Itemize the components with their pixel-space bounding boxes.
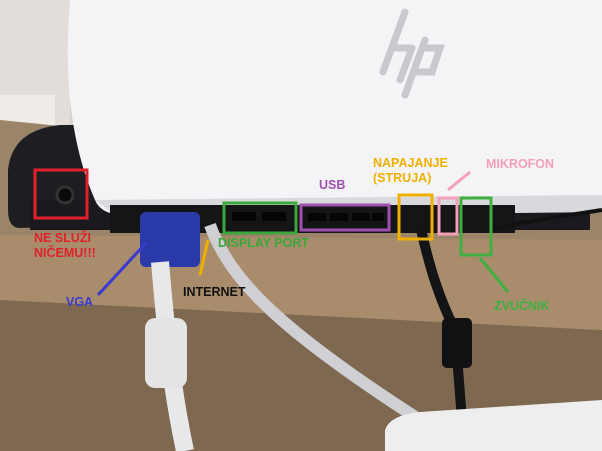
label-usb: USB bbox=[319, 178, 346, 192]
box-mikrofon bbox=[437, 196, 459, 236]
monitor-back-cover bbox=[67, 0, 602, 215]
label-zvucnik: ZVUČNIK bbox=[494, 299, 550, 313]
label-internet: INTERNET bbox=[183, 285, 246, 299]
pointer-zvucnik bbox=[478, 257, 510, 293]
label-mikrofon: MIKROFON bbox=[486, 157, 555, 171]
pointer-mikrofon bbox=[447, 170, 471, 192]
box-usb bbox=[299, 203, 391, 232]
vga-ferrite bbox=[145, 318, 187, 388]
audio-cable bbox=[489, 208, 602, 232]
vga-connector bbox=[140, 212, 200, 267]
network-cable bbox=[204, 222, 424, 426]
label-napajanje: NAPAJANJE (STRUJA) bbox=[373, 156, 448, 186]
label-vga: VGA bbox=[66, 295, 94, 309]
label-ne-sluzi-line-1: NE SLUŽI bbox=[34, 231, 91, 245]
port-holes bbox=[232, 212, 384, 221]
power-brick bbox=[385, 400, 602, 451]
label-napajanje-line-1: NAPAJANJE bbox=[373, 156, 448, 170]
box-display-port bbox=[222, 201, 298, 235]
label-napajanje-line-2: (STRUJA) bbox=[373, 171, 432, 185]
power-ferrite bbox=[442, 318, 472, 368]
label-display-port: DISPLAY PORT bbox=[218, 236, 309, 250]
box-napajanje bbox=[397, 193, 434, 241]
hp-logo bbox=[379, 8, 445, 99]
label-ne-sluzi-line-2: NIČEMU!!! bbox=[34, 246, 96, 260]
box-zvucnik bbox=[459, 196, 493, 257]
pointer-vga bbox=[96, 241, 148, 297]
unused-jack-hole bbox=[55, 185, 75, 205]
label-ne-sluzi: NE SLUŽI NIČEMU!!! bbox=[34, 231, 96, 261]
box-ne-sluzi bbox=[33, 168, 89, 220]
pointer-internet bbox=[198, 239, 210, 276]
